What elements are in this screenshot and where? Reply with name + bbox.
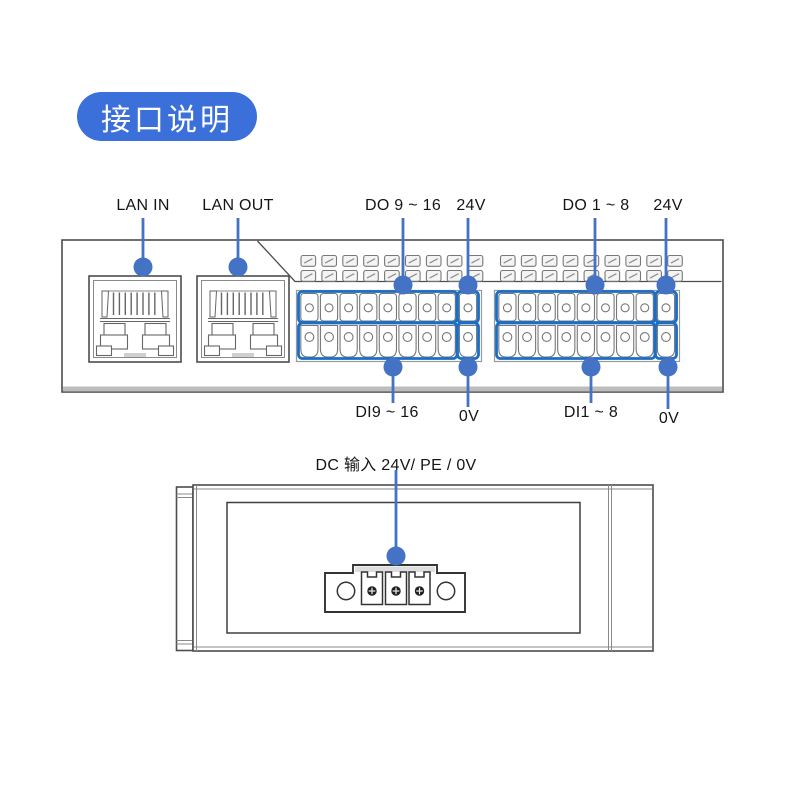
connector-screw-hole-right xyxy=(436,581,456,601)
callout-dot xyxy=(133,257,153,277)
v24-right-label: 24V xyxy=(653,197,683,214)
lan-in-port xyxy=(88,275,182,363)
section-title-badge: 接口说明 xyxy=(77,92,257,141)
dc-connector xyxy=(324,564,466,613)
callout-lines xyxy=(133,218,678,566)
terminal-highlights xyxy=(297,290,678,360)
panel-step-edge xyxy=(257,240,722,283)
section-title-text: 接口说明 xyxy=(101,103,233,137)
do1-8-label: DO 1 ~ 8 xyxy=(562,197,630,214)
callout-dot xyxy=(458,275,478,295)
callout-dot xyxy=(386,546,406,566)
di9-16-label: DI9 ~ 16 xyxy=(355,404,419,421)
vent-grid xyxy=(300,254,683,282)
callout-dot xyxy=(228,257,248,277)
v24-left-label: 24V xyxy=(456,197,486,214)
callout-dot xyxy=(581,357,601,377)
callout-dot xyxy=(383,357,403,377)
v0-left-label: 0V xyxy=(458,408,480,425)
callout-dot xyxy=(656,275,676,295)
lan-out-port xyxy=(196,275,290,363)
v0-right-label: 0V xyxy=(658,410,680,427)
lan-out-label: LAN OUT xyxy=(202,197,274,214)
do9-16-label: DO 9 ~ 16 xyxy=(364,197,442,214)
callout-dot xyxy=(458,357,478,377)
callout-dot xyxy=(393,275,413,295)
callout-dot xyxy=(585,275,605,295)
dc-input-label: DC 输入 24V/ PE / 0V xyxy=(315,457,477,474)
lan-in-label: LAN IN xyxy=(116,197,170,214)
callout-dot xyxy=(658,357,678,377)
connector-screw-hole-left xyxy=(336,581,356,601)
din-bracket xyxy=(175,486,194,652)
di1-8-label: DI1 ~ 8 xyxy=(563,404,619,421)
